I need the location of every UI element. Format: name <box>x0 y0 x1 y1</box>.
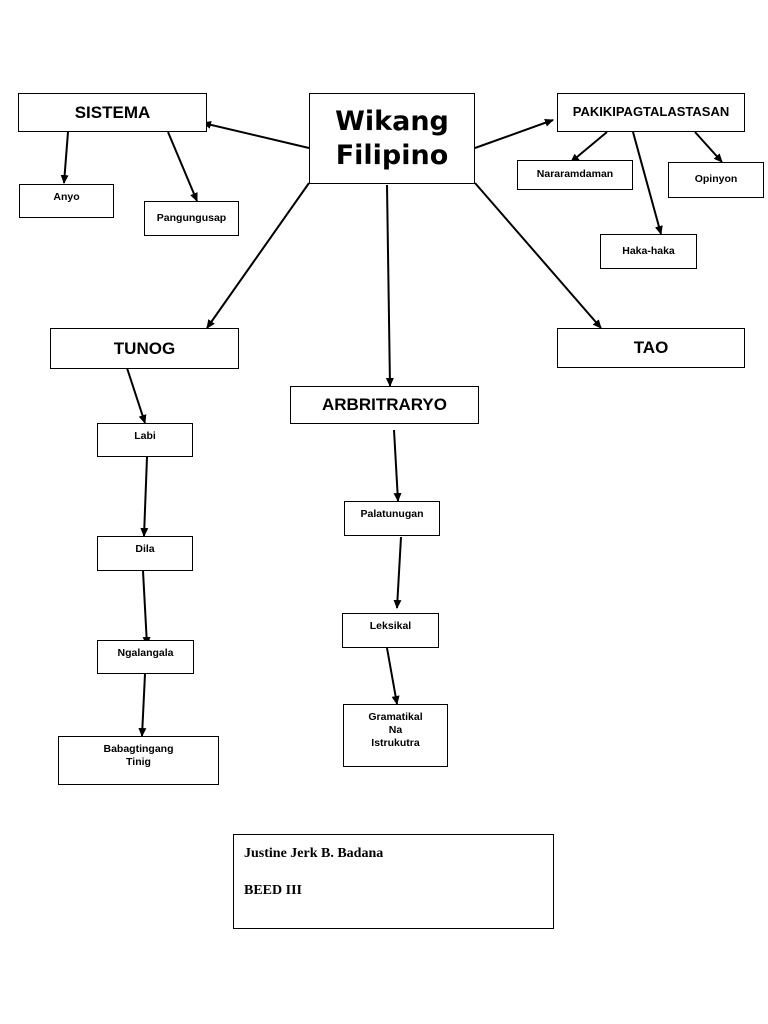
node-palatunugan-label: Palatunugan <box>360 508 424 520</box>
arrow-to-arbritraryo <box>385 184 394 387</box>
node-pakikipagtalastasan: PAKIKIPAGTALASTASAN <box>557 93 745 132</box>
node-arbritraryo: ARBRITRARYO <box>290 386 479 424</box>
node-leksikal: Leksikal <box>342 613 439 648</box>
node-palatunugan: Palatunugan <box>344 501 440 536</box>
node-anyo-label: Anyo <box>53 191 80 203</box>
arrow-to-tao <box>474 182 602 329</box>
arrow-to-leksikal <box>393 536 402 609</box>
author-name: Justine Jerk B. Badana <box>244 846 384 861</box>
node-haka-haka-label: Haka-haka <box>622 244 675 257</box>
arrow-to-gramatikal <box>386 647 400 705</box>
arrow-to-pakikipagtalastasan <box>474 118 554 149</box>
node-pakikipagtalastasan-label: PAKIKIPAGTALASTASAN <box>572 104 730 120</box>
arrow-to-pangungusap <box>167 131 198 202</box>
node-babagtingang-tinig: Babagtingang Tinig <box>58 736 219 785</box>
node-nararamdaman: Nararamdaman <box>517 160 633 190</box>
node-opinyon-label: Opinyon <box>694 173 738 186</box>
author-info-box: Justine Jerk B. Badana BEED III <box>233 834 554 929</box>
node-pangungusap-label: Pangungusap <box>156 211 227 224</box>
arrow-to-anyo <box>60 131 69 184</box>
node-dila-label: Dila <box>135 543 155 555</box>
arrow-to-tunog <box>206 182 310 329</box>
node-sistema-label: SISTEMA <box>74 102 151 122</box>
arrow-to-palatunugan <box>393 429 402 502</box>
arrow-to-sistema <box>202 120 310 149</box>
node-labi: Labi <box>97 423 193 457</box>
node-tao-label: TAO <box>633 338 669 358</box>
node-tao: TAO <box>557 328 745 368</box>
arrow-to-haka-haka <box>632 131 663 235</box>
node-pangungusap: Pangungusap <box>144 201 239 236</box>
arrow-to-labi <box>126 367 147 424</box>
arrow-to-nararamdaman <box>570 131 608 163</box>
node-ngalangala-label: Ngalangala <box>117 647 174 659</box>
node-gramatikal-label: Gramatikal Na Istrukutra <box>368 711 423 750</box>
node-leksikal-label: Leksikal <box>369 620 412 632</box>
arrow-to-ngalangala <box>142 570 151 646</box>
node-tunog: TUNOG <box>50 328 239 369</box>
arrow-to-babagtingang-tinig <box>138 673 147 737</box>
node-wikang-filipino-label: Wikang Filipino <box>335 105 449 171</box>
node-opinyon: Opinyon <box>668 162 764 198</box>
node-nararamdaman-label: Nararamdaman <box>536 168 614 181</box>
node-tunog-label: TUNOG <box>113 338 176 358</box>
node-arbritraryo-label: ARBRITRARYO <box>322 395 447 415</box>
node-labi-label: Labi <box>134 430 156 442</box>
node-wikang-filipino: Wikang Filipino <box>309 93 475 184</box>
node-ngalangala: Ngalangala <box>97 640 194 674</box>
author-course: BEED III <box>244 883 302 898</box>
arrow-to-opinyon <box>694 131 723 163</box>
node-haka-haka: Haka-haka <box>600 234 697 269</box>
node-dila: Dila <box>97 536 193 571</box>
node-anyo: Anyo <box>19 184 114 218</box>
node-gramatikal: Gramatikal Na Istrukutra <box>343 704 448 767</box>
node-sistema: SISTEMA <box>18 93 207 132</box>
arrow-to-dila <box>140 456 149 537</box>
node-babagtingang-tinig-label: Babagtingang Tinig <box>103 743 174 769</box>
